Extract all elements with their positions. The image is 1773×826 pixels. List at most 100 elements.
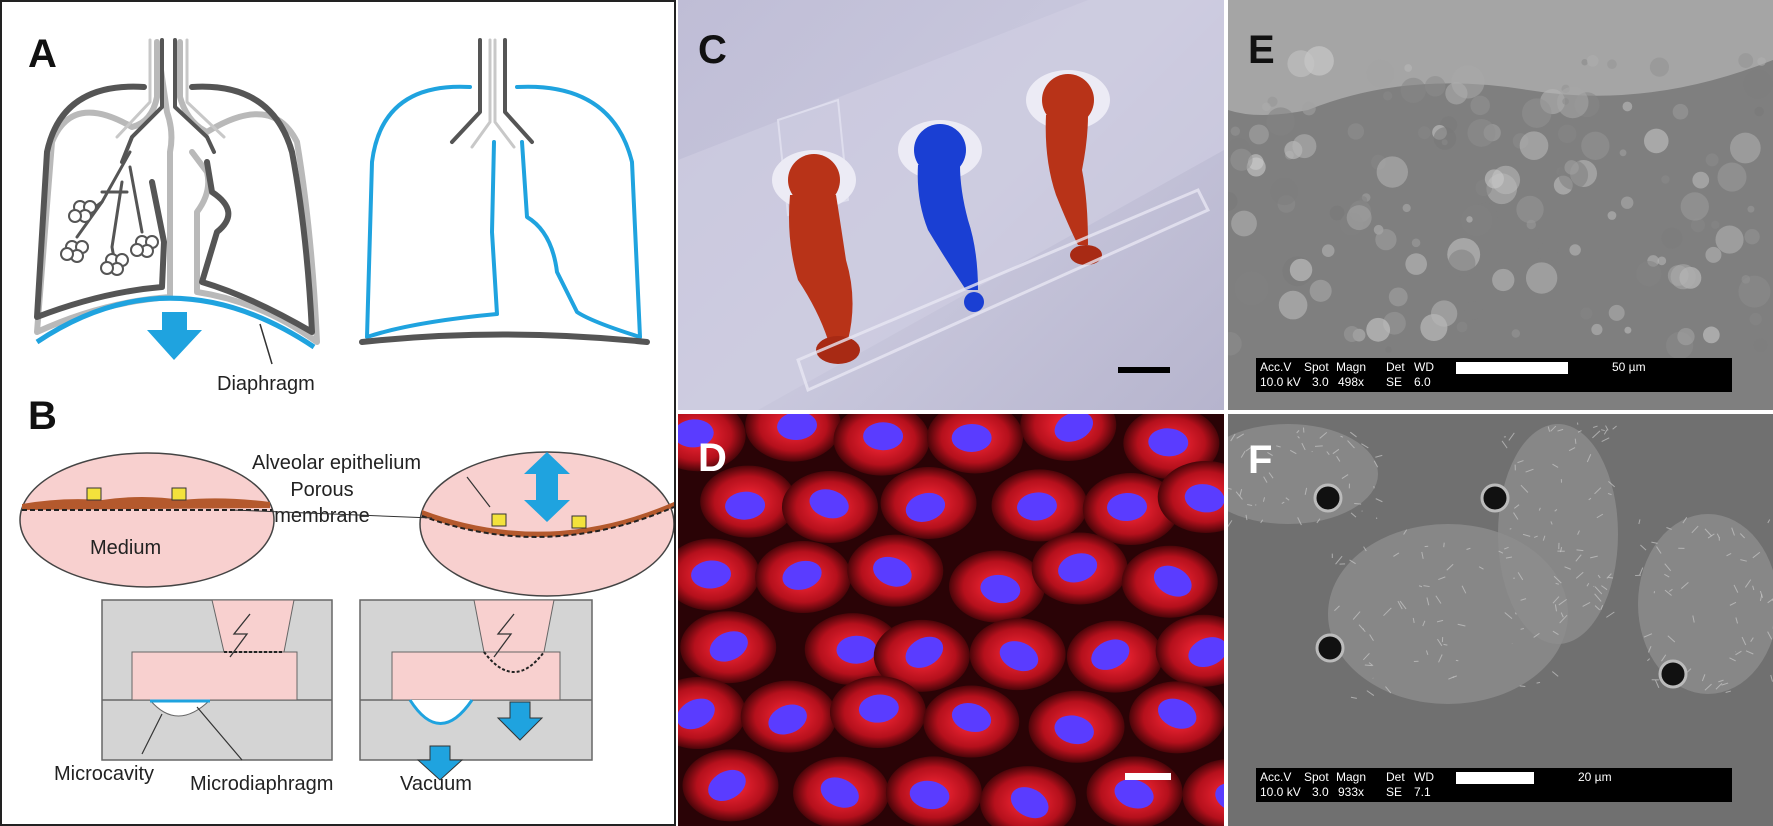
sem-fiber — [1385, 686, 1392, 694]
sem-texture-blob — [1711, 220, 1720, 230]
sem-fiber — [1770, 674, 1773, 682]
sem-texture-blob — [1385, 346, 1392, 353]
sem-fiber — [1656, 546, 1662, 554]
sem-texture-blob — [1433, 127, 1457, 150]
sem-texture-blob — [1702, 326, 1720, 344]
sem-texture-blob — [1672, 103, 1689, 120]
sem-fiber — [1575, 571, 1584, 579]
sem-f-v5: 7.1 — [1414, 785, 1431, 799]
sem-texture-blob — [1581, 58, 1588, 66]
sem-fiber — [1594, 593, 1602, 602]
sem-texture-blob — [1749, 312, 1762, 326]
cell-nucleus — [1017, 492, 1057, 521]
sem-fiber — [1582, 601, 1591, 607]
diaphragm-label: Diaphragm — [217, 373, 315, 395]
sem-fiber — [1597, 574, 1601, 579]
sem-fiber — [1704, 528, 1712, 537]
sem-fiber — [1726, 552, 1732, 557]
sem-texture-blob — [1624, 326, 1632, 334]
sem-fiber — [1375, 454, 1383, 458]
sem-texture-blob — [1715, 225, 1744, 254]
sem-fiber — [1522, 533, 1531, 537]
sem-fiber — [1296, 430, 1300, 434]
sem-e-h4: Det — [1386, 360, 1405, 374]
sem-fiber — [1735, 650, 1742, 656]
sem-fiber — [1557, 428, 1564, 432]
sem-fiber — [1316, 518, 1321, 524]
sem-fiber — [1520, 628, 1524, 630]
sem-fiber — [1245, 445, 1254, 452]
sem-fiber — [1739, 533, 1746, 539]
sem-texture-blob — [1359, 196, 1368, 204]
sem-fiber — [1435, 595, 1442, 604]
sem-fiber — [1461, 585, 1467, 594]
sem-fiber — [1498, 550, 1504, 554]
sem-fiber — [1554, 509, 1558, 512]
sem-fiber — [1692, 615, 1695, 623]
sem-fiber — [1319, 431, 1328, 439]
sem-fiber — [1373, 460, 1379, 468]
sem-fiber — [1236, 433, 1244, 439]
sem-fiber — [1383, 607, 1392, 617]
sem-fiber — [1514, 612, 1517, 615]
sem-texture-blob — [1231, 210, 1257, 237]
sem-fiber — [1716, 533, 1720, 538]
cell-nucleus — [905, 636, 944, 668]
sem-fiber — [1235, 491, 1243, 500]
sem-fiber — [1538, 507, 1541, 511]
sem-texture-blob — [1278, 290, 1308, 320]
sem-f-v1: 10.0 kV — [1260, 785, 1301, 799]
sem-texture-blob — [1729, 132, 1761, 164]
sem-fiber — [1349, 431, 1357, 438]
sem-panel-f: F Acc.V Spot Magn Det WD 10.0 kV 3.0 933… — [1228, 414, 1773, 826]
sem-fiber — [1503, 546, 1509, 550]
sem-fiber — [1592, 430, 1601, 439]
sem-texture-blob — [1445, 82, 1468, 105]
sem-fiber — [1438, 576, 1446, 581]
sem-fiber — [1422, 620, 1426, 627]
sem-fiber — [1297, 435, 1300, 439]
sem-fiber — [1553, 575, 1562, 584]
cell-nucleus — [858, 694, 899, 723]
sem-fiber — [1239, 488, 1243, 497]
sem-fiber — [1412, 617, 1415, 624]
sem-fiber — [1668, 588, 1673, 592]
sem-texture-blob — [1388, 287, 1408, 307]
panel-label-c: C — [698, 28, 727, 72]
sem-fiber — [1363, 546, 1367, 552]
sem-texture-blob — [1511, 329, 1521, 338]
vacuum-label: Vacuum — [400, 773, 472, 795]
sem-fiber — [1443, 542, 1445, 548]
sem-texture-blob — [1558, 160, 1589, 190]
sem-fiber — [1349, 559, 1356, 565]
sem-fiber — [1612, 425, 1617, 430]
sem-fiber — [1285, 497, 1290, 501]
sem-fiber — [1262, 497, 1265, 502]
sem-texture-blob — [1456, 321, 1468, 333]
sem-texture-blob — [1581, 131, 1610, 160]
sem-texture-blob — [1619, 149, 1627, 157]
sem-texture-blob — [1620, 196, 1634, 209]
sem-fiber — [1558, 598, 1567, 606]
sem-texture-blob — [1343, 326, 1360, 343]
sem-texture-blob — [1267, 96, 1278, 107]
sem-texture-blob — [1270, 177, 1298, 206]
sem-fiber — [1276, 445, 1281, 448]
sem-fiber — [1680, 582, 1689, 589]
sem-texture-blob — [1643, 128, 1669, 154]
vacuum-arrow-icon-2 — [416, 745, 464, 781]
sem-cell-region — [1638, 514, 1773, 694]
sem-fiber — [1643, 633, 1653, 638]
cell-nucleus — [709, 631, 748, 662]
sem-fiber — [1594, 586, 1603, 595]
sem-texture-blob — [1447, 249, 1476, 277]
sem-texture-blob — [1404, 64, 1413, 72]
sem-fiber — [1752, 551, 1761, 559]
sem-fiber — [1600, 429, 1605, 432]
sem-texture-blob — [1717, 162, 1747, 192]
sem-texture-blob — [1757, 57, 1766, 66]
sem-fiber — [1514, 504, 1520, 509]
sem-fiber — [1568, 447, 1576, 452]
sem-e-h2: Spot — [1304, 360, 1329, 374]
sem-texture-blob — [1591, 323, 1603, 336]
